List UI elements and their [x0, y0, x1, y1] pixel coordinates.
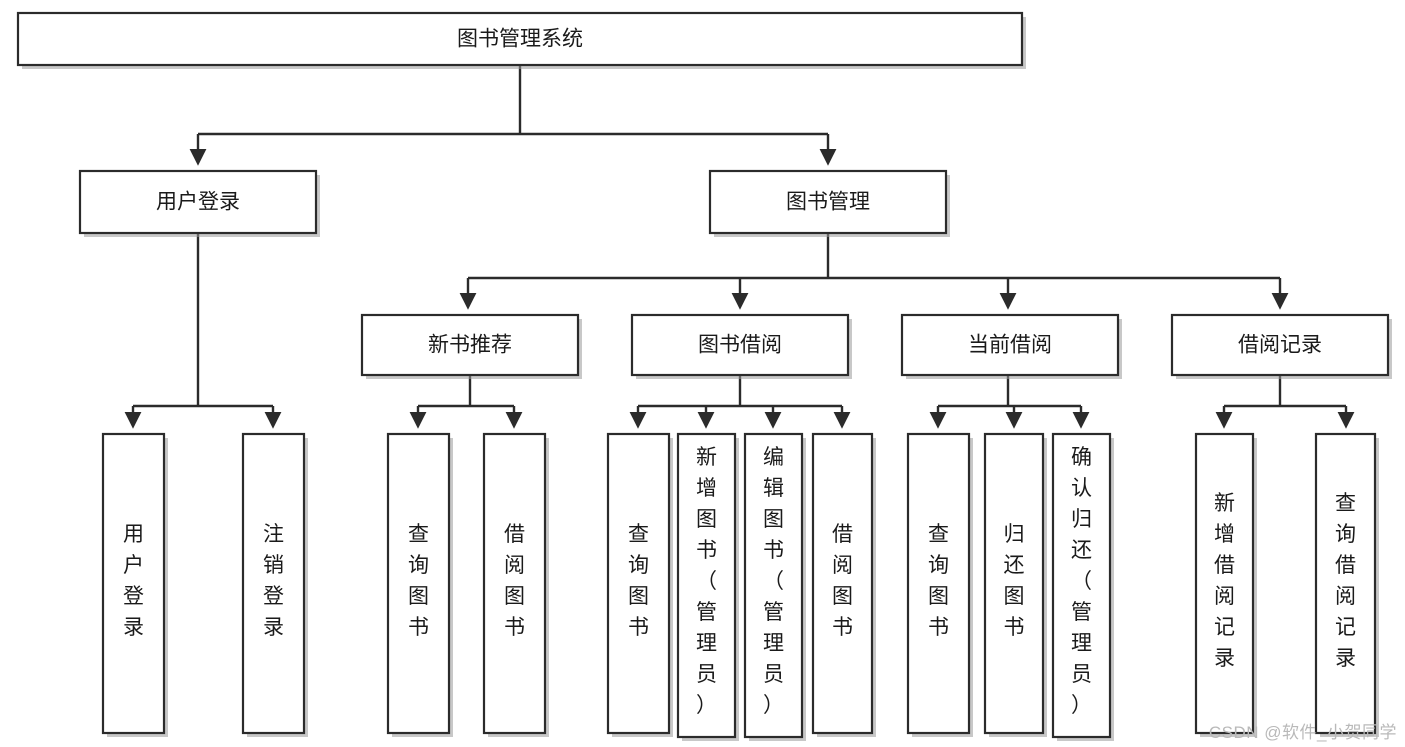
- leaf-add-book[interactable]: 新增图书（管理员）: [676, 432, 739, 741]
- node-user-login-label: 用户登录: [156, 191, 240, 214]
- node-borrow-record-label: 借阅记录: [1238, 334, 1322, 357]
- node-user-login[interactable]: 用户登录: [78, 169, 320, 237]
- leaf-borrow-book-2[interactable]: 借阅图书: [811, 432, 876, 737]
- leaf-query-record[interactable]: 查询借阅记录: [1314, 432, 1379, 737]
- node-root[interactable]: 图书管理系统: [16, 11, 1026, 69]
- leaf-borrow-book-2-label: 借阅图书: [832, 523, 853, 639]
- node-current-borrow[interactable]: 当前借阅: [900, 313, 1122, 379]
- leaf-user-login[interactable]: 用户登录: [101, 432, 168, 737]
- leaf-borrow-book-1-label: 借阅图书: [504, 523, 525, 639]
- leaf-query-book-2-label: 查询图书: [628, 523, 649, 639]
- leaf-return-book[interactable]: 归还图书: [983, 432, 1047, 737]
- leaf-add-record[interactable]: 新增借阅记录: [1194, 432, 1257, 737]
- leaf-borrow-book-1[interactable]: 借阅图书: [482, 432, 549, 737]
- node-new-book-rec[interactable]: 新书推荐: [360, 313, 582, 379]
- node-borrow-record[interactable]: 借阅记录: [1170, 313, 1392, 379]
- leaf-query-book-2[interactable]: 查询图书: [606, 432, 673, 737]
- leaf-query-book-1[interactable]: 查询图书: [386, 432, 453, 737]
- connector-layer: [124, 65, 1355, 429]
- leaf-query-record-label: 查询借阅记录: [1335, 492, 1356, 670]
- leaf-confirm-return-label: 确认归还（管理员）: [1071, 446, 1092, 717]
- node-new-book-rec-label: 新书推荐: [428, 334, 512, 357]
- leaf-return-book-label: 归还图书: [1004, 523, 1025, 639]
- leaf-add-record-label: 新增借阅记录: [1214, 492, 1235, 670]
- leaf-user-login-label: 用户登录: [123, 523, 144, 639]
- node-book-manage[interactable]: 图书管理: [708, 169, 950, 237]
- leaf-edit-book[interactable]: 编辑图书（管理员）: [743, 432, 806, 741]
- node-current-borrow-label: 当前借阅: [968, 334, 1052, 357]
- leaf-logout-label: 注销登录: [263, 523, 284, 639]
- leaf-logout[interactable]: 注销登录: [241, 432, 308, 737]
- leaf-query-book-3-label: 查询图书: [928, 523, 949, 639]
- leaf-confirm-return[interactable]: 确认归还（管理员）: [1051, 432, 1114, 741]
- leaf-query-book-1-label: 查询图书: [408, 523, 429, 639]
- node-root-label: 图书管理系统: [457, 28, 583, 51]
- node-book-manage-label: 图书管理: [786, 191, 870, 214]
- leaf-query-book-3[interactable]: 查询图书: [906, 432, 973, 737]
- leaf-add-book-label: 新增图书（管理员）: [696, 446, 717, 717]
- leaf-edit-book-label: 编辑图书（管理员）: [763, 446, 784, 717]
- leaf-node-layer: 用户登录 注销登录 查询图书 借阅图书 查询图书 新增图书（管理员） 编辑图书（管理员） 借阅…: [101, 432, 1379, 741]
- node-book-borrow-label: 图书借阅: [698, 334, 782, 357]
- node-book-borrow[interactable]: 图书借阅: [630, 313, 852, 379]
